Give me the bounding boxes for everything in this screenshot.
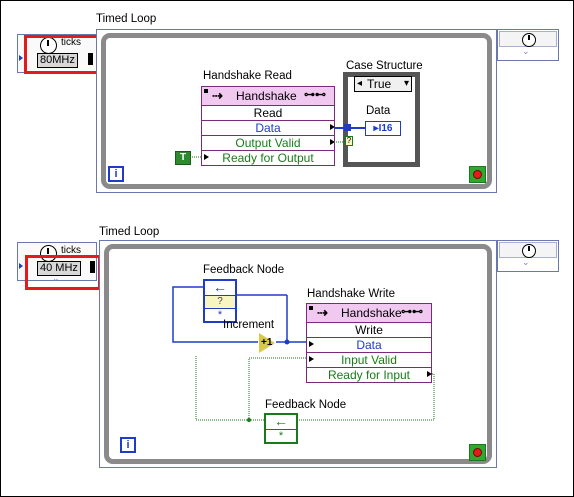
indicator-type: I16 — [378, 123, 393, 134]
row-label: Data — [356, 338, 382, 352]
input-arrow-icon — [309, 341, 314, 347]
input-arrow-icon — [204, 154, 209, 160]
case-selector-value: True — [367, 77, 392, 91]
link-icon: ⊶⊷ — [304, 89, 326, 101]
case-prev-icon: ◂ — [357, 78, 363, 89]
loop2-output-node[interactable]: ⌄ — [497, 240, 559, 272]
handshake-write-node[interactable]: ⇢ Handshake ⊶⊷ Write Data Input Valid Re… — [306, 303, 432, 383]
chevron-down-icon: ⌄ — [522, 257, 530, 267]
feedback-wire — [172, 286, 258, 343]
handshake-arrow-icon: ⇢ — [317, 305, 328, 320]
loop2-frequency-field[interactable]: 40 MHz — [37, 261, 81, 276]
handshake-read-node[interactable]: ⇢ Handshake ⊶⊷ Read Data Output Valid Re… — [201, 86, 335, 166]
chevron-down-icon: ⌄ — [52, 273, 60, 283]
corner-dot — [309, 306, 313, 310]
config-bar — [88, 53, 93, 65]
output-arrow-icon — [427, 371, 432, 377]
row-label: Read — [253, 106, 283, 120]
feedback-arrow-icon: ← — [266, 414, 296, 430]
handshake-write-title: Handshake Write — [307, 288, 395, 300]
input-arrow-icon — [309, 356, 314, 362]
increment-label: Increment — [223, 319, 275, 331]
handshake-write-row-data[interactable]: Data — [307, 337, 431, 352]
handshake-write-header-label: Handshake — [341, 306, 402, 320]
feedback-arrow-icon: ← — [205, 280, 235, 296]
loop1-input-config-node[interactable]: ticks 80MHz ⌄ — [17, 34, 97, 75]
case-selector-tunnel: ? — [345, 136, 353, 146]
loop1-output-inner — [499, 31, 557, 47]
unused-wire — [172, 359, 249, 420]
handshake-write-row-input-valid[interactable]: Input Valid — [307, 352, 431, 367]
case-selector[interactable]: ◂ True ▾ — [354, 76, 412, 92]
handshake-read-row-ready-for-output[interactable]: Ready for Output — [202, 150, 334, 165]
loop2-input-config-node[interactable]: ticks 40 MHz ⌄ — [17, 242, 97, 283]
loop1-ticks-label: ticks — [61, 37, 81, 48]
row-label: Ready for Output — [222, 151, 314, 165]
loop1-iteration-terminal: i — [108, 166, 124, 182]
row-label: Output Valid — [235, 136, 301, 150]
loop1-stop-icon[interactable] — [469, 166, 486, 183]
loop2-output-inner — [499, 242, 557, 258]
output-arrow-icon — [330, 124, 335, 130]
feedback-node-bottom[interactable]: ← * — [264, 413, 298, 444]
chevron-down-icon: ⌄ — [522, 46, 530, 56]
loop1-title: Timed Loop — [96, 13, 157, 25]
corner-dot — [204, 89, 208, 93]
ready-wire — [298, 373, 435, 421]
increment-symbol: +1 — [261, 337, 273, 348]
row-label: Write — [355, 323, 383, 337]
feedback-init: * — [217, 309, 223, 321]
link-icon: ⊶⊷ — [401, 306, 423, 318]
loop2-iteration-terminal: i — [120, 437, 136, 453]
loop2-ticks-label: ticks — [61, 245, 81, 256]
handshake-read-header-label: Handshake — [236, 89, 297, 103]
handshake-write-row-write[interactable]: Write — [307, 323, 431, 337]
row-label: Input Valid — [341, 353, 397, 367]
feedback-node-bottom-title: Feedback Node — [265, 399, 347, 411]
feedback-init: * — [278, 430, 284, 442]
loop2-stop-icon[interactable] — [469, 444, 486, 461]
config-bar — [90, 261, 95, 273]
wire-junction — [247, 418, 251, 422]
handshake-write-header: ⇢ Handshake ⊶⊷ — [307, 304, 431, 323]
feedback-node-top-title: Feedback Node — [203, 264, 285, 276]
chevron-down-icon: ⌄ — [52, 65, 60, 75]
handshake-read-title: Handshake Read — [203, 70, 292, 82]
clock-icon — [522, 244, 536, 258]
loop1-frequency-field[interactable]: 80MHz — [37, 53, 78, 68]
wire-junction — [284, 339, 290, 345]
loop2-title: Timed Loop — [99, 226, 160, 238]
feedback-unknown: ? — [205, 296, 235, 309]
data-indicator-i16[interactable]: ▸I16 — [365, 121, 401, 136]
handshake-arrow-icon: ⇢ — [212, 88, 223, 103]
data-indicator-label: Data — [366, 105, 391, 117]
true-constant[interactable]: T — [175, 151, 191, 165]
wire-arrow-icon — [19, 55, 23, 61]
data-tunnel — [344, 124, 351, 131]
handshake-read-row-data[interactable]: Data — [202, 120, 335, 135]
case-structure-title: Case Structure — [346, 60, 423, 72]
clock-icon — [522, 33, 536, 47]
row-label: Data — [255, 121, 281, 135]
increment-node[interactable] — [259, 333, 275, 353]
loop1-output-node[interactable]: ⌄ — [497, 29, 559, 61]
handshake-write-row-ready-for-input[interactable]: Ready for Input — [307, 367, 432, 382]
wire-arrow-icon — [19, 263, 23, 269]
handshake-read-row-output-valid[interactable]: Output Valid — [202, 135, 335, 150]
dropdown-arrow-icon: ▾ — [403, 78, 409, 89]
valid-wire — [195, 356, 249, 421]
valid-wire — [248, 357, 306, 420]
feedback-node-top[interactable]: ← ? * — [203, 279, 237, 323]
handshake-read-header: ⇢ Handshake ⊶⊷ — [202, 87, 334, 106]
row-label: Ready for Input — [327, 368, 411, 382]
output-arrow-icon — [330, 139, 335, 145]
handshake-read-row-read[interactable]: Read — [202, 106, 334, 120]
